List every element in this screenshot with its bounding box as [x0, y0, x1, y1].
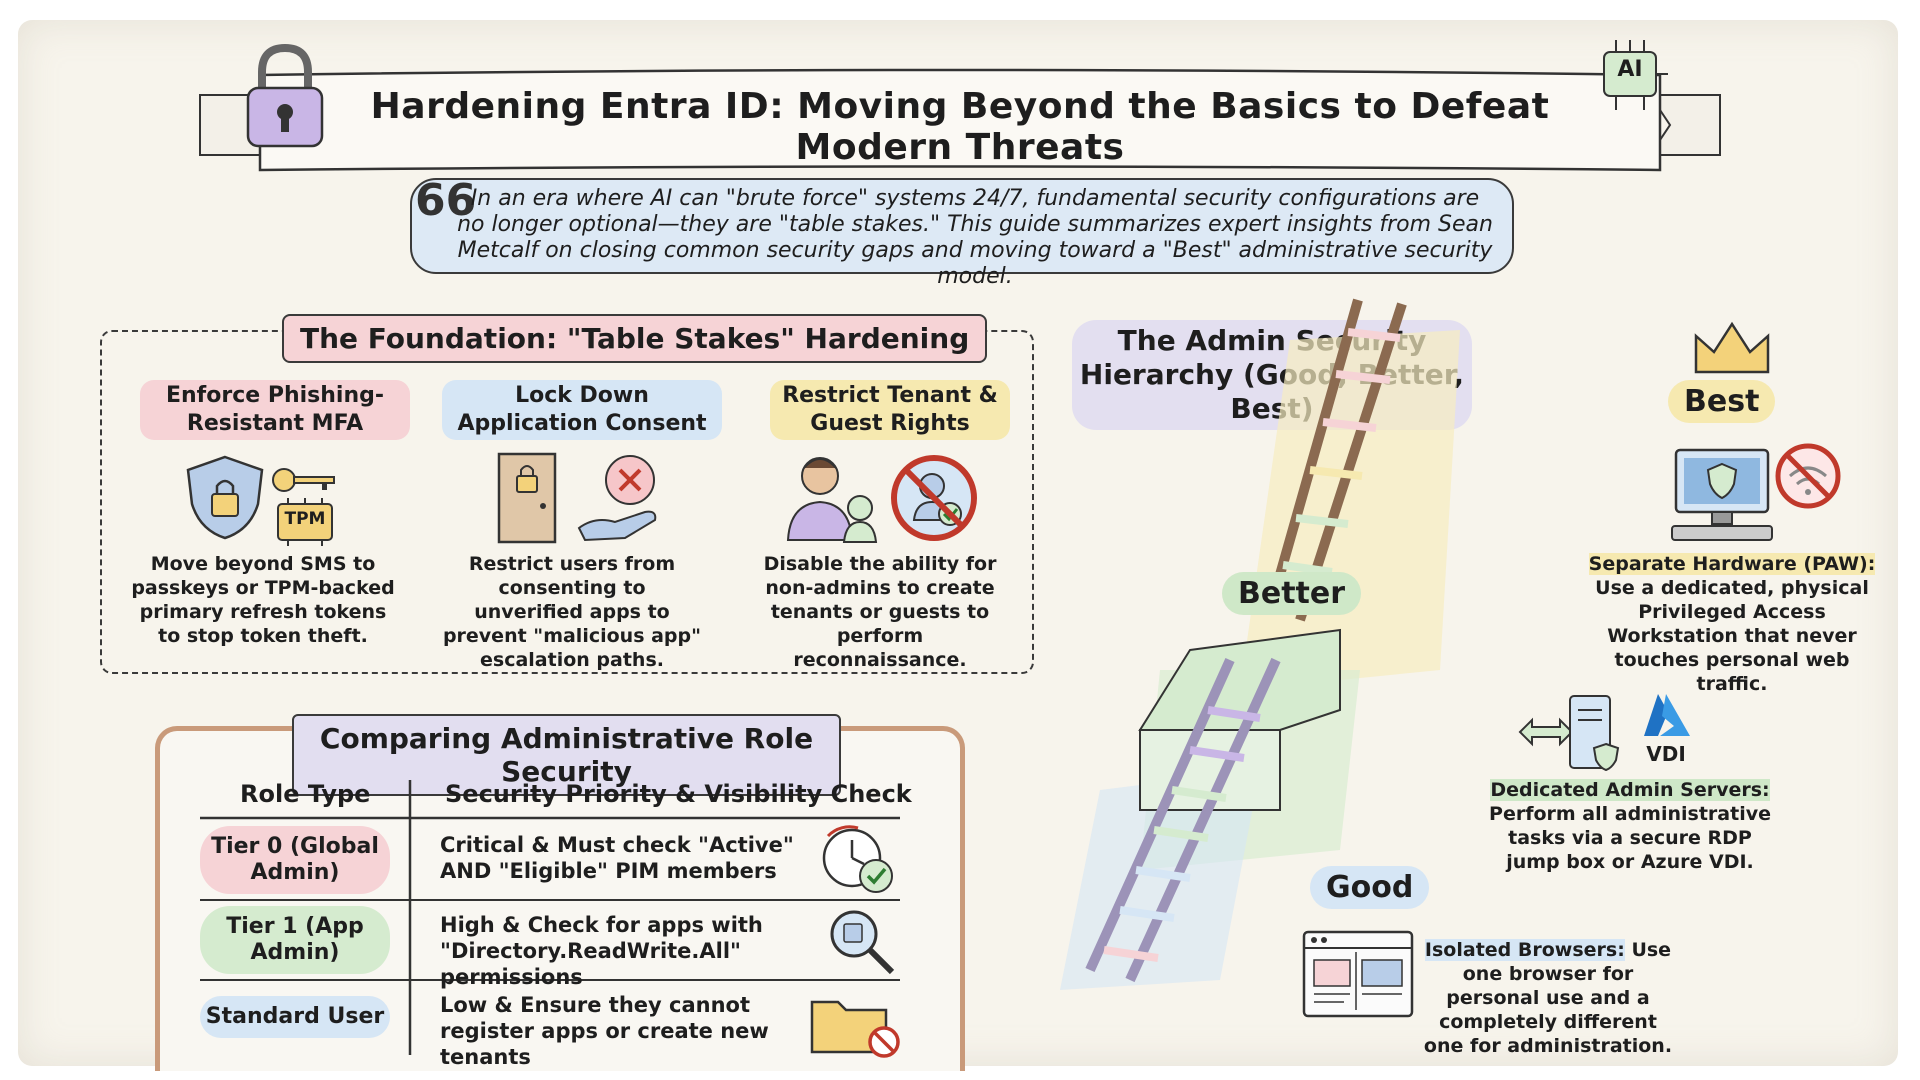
browser-window-icon: [1302, 930, 1414, 1018]
intro-quote-box: [410, 178, 1514, 274]
pillar-mfa-title: Enforce Phishing-Resistant MFA: [140, 380, 410, 440]
folder-blocked-icon: [810, 1000, 900, 1058]
hand-icon: [577, 510, 657, 542]
no-wifi-icon: [1775, 443, 1841, 509]
good-highlight: Isolated Browsers:: [1424, 939, 1625, 961]
foundation-title: The Foundation: "Table Stakes" Hardening: [282, 314, 988, 363]
azure-icon: [1644, 694, 1690, 736]
vdi-label: VDI: [1646, 742, 1686, 766]
tier-good-label: Good: [1310, 866, 1430, 909]
good-text: Use one browser for personal use and a c…: [1423, 939, 1673, 1057]
page-title: Hardening Entra ID: Moving Beyond the Ba…: [370, 86, 1550, 168]
pillar-consent-title: Lock Down Application Consent: [442, 380, 722, 440]
better-description: Dedicated Admin Servers: Perform all adm…: [1480, 778, 1780, 874]
x-circle-icon: [605, 455, 655, 505]
pillar-tenant-text: Disable the ability for non-admins to cr…: [763, 553, 997, 671]
clock-check-icon: [822, 825, 893, 893]
header-security-priority: Security Priority & Visibility Check: [445, 780, 912, 808]
intro-quote-text: In an era where AI can "brute force" sys…: [457, 186, 1493, 289]
ai-chip-label: AI: [1617, 57, 1643, 82]
check-tier1: High & Check for apps with "Directory.Re…: [440, 913, 763, 989]
role-standard-user: Standard User: [200, 996, 390, 1038]
tier-better-label: Better: [1222, 572, 1362, 615]
pillar-mfa-text: Move beyond SMS to passkeys or TPM-backe…: [131, 553, 395, 647]
best-description: Separate Hardware (PAW): Use a dedicated…: [1582, 552, 1882, 696]
crown-icon: [1694, 321, 1770, 374]
check-tier0: Critical & Must check "Active" AND "Elig…: [440, 833, 794, 883]
quote-mark: 66: [415, 175, 477, 226]
ladder-diagram: [1060, 298, 1460, 990]
better-highlight: Dedicated Admin Servers:: [1490, 779, 1770, 801]
tier-best-label: Best: [1668, 380, 1776, 423]
role-table-title: Comparing Administrative Role Security: [292, 714, 841, 796]
no-guest-icon: [891, 455, 977, 541]
server-icon: [1569, 695, 1620, 772]
best-text: Use a dedicated, physical Privileged Acc…: [1595, 577, 1869, 695]
locked-door-icon: [497, 452, 557, 544]
better-text: Perform all administrative tasks via a s…: [1489, 803, 1771, 873]
monitor-shield-icon: [1671, 448, 1773, 541]
tpm-chip-icon: [277, 498, 333, 546]
magnifier-icon: [830, 910, 895, 975]
good-description: Isolated Browsers: Use one browser for p…: [1418, 938, 1678, 1058]
padlock-icon: [246, 43, 324, 148]
pillar-tenant-title: Restrict Tenant & Guest Rights: [770, 380, 1010, 440]
ai-chip-icon: [1592, 40, 1668, 110]
pillar-consent-text: Restrict users from consenting to unveri…: [442, 553, 702, 671]
shield-lock-icon: [186, 455, 264, 540]
header-role-type: Role Type: [240, 780, 371, 808]
check-standard-user: Low & Ensure they cannot register apps o…: [440, 993, 769, 1069]
tpm-chip-label: TPM: [284, 509, 326, 529]
key-icon: [272, 468, 335, 492]
role-tier0: Tier 0 (Global Admin): [200, 826, 390, 894]
users-icon: [786, 457, 878, 543]
table-grid-lines: [200, 780, 900, 1055]
role-tier1: Tier 1 (App Admin): [200, 906, 390, 974]
best-highlight: Separate Hardware (PAW):: [1588, 553, 1876, 575]
